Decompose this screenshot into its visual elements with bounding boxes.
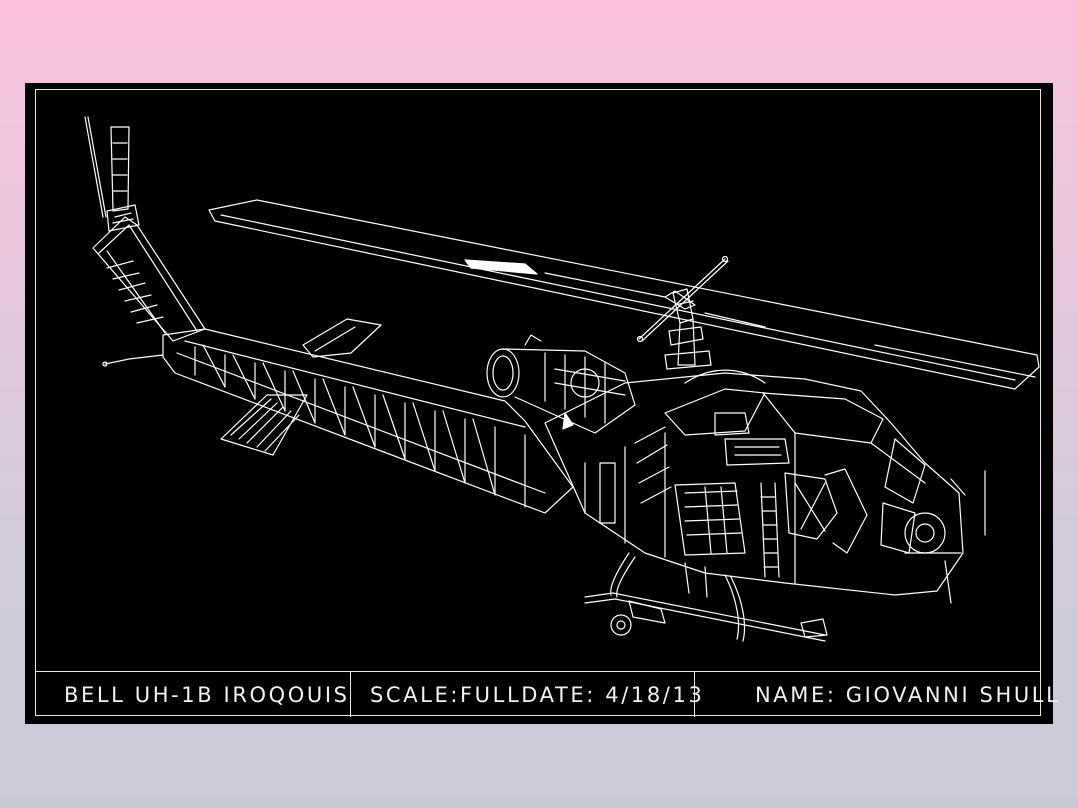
drawing-border <box>35 89 1041 716</box>
drawing-title: BELL UH-1B IROQOUIS <box>64 682 350 707</box>
main-rotor-blade <box>208 199 1040 390</box>
vertical-fin <box>92 216 206 367</box>
tail-boom <box>162 328 574 514</box>
stabilizer-bar <box>636 255 729 343</box>
rotor-mast <box>664 288 712 370</box>
horizontal-stabilizer <box>220 318 382 456</box>
helicopter-cutaway-drawing <box>84 116 1040 642</box>
tail-rotor <box>84 116 140 232</box>
drawing-scale: SCALE:FULL <box>370 682 522 707</box>
turbine-engine <box>486 334 636 434</box>
drawing-date: DATE: 4/18/13 <box>521 682 705 707</box>
fuselage <box>544 369 986 604</box>
drafter-name: NAME: GIOVANNI SHULL <box>694 672 1058 717</box>
landing-skids <box>584 552 828 642</box>
